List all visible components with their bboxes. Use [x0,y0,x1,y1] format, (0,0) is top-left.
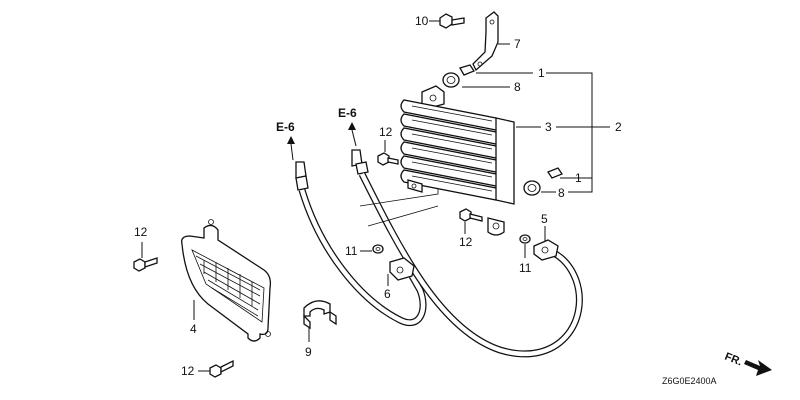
callout-11-right: 11 [519,261,532,275]
callout-12-upper: 12 [379,125,393,139]
guard-part-4 [181,219,272,342]
ref-e6-left-arrow [287,136,295,144]
washer-part-11-right [519,234,531,244]
bolt-part-12-bottom [209,359,234,378]
oil-cooler-part-3 [400,85,515,236]
grommet-part-8-top [442,72,460,88]
callout-5: 5 [541,212,548,226]
front-label: FR. [723,351,744,369]
fitting-part-5 [533,239,559,261]
bolt-part-12-left [133,257,158,272]
bolt-part-10 [439,13,465,29]
callout-10: 10 [415,14,429,28]
callout-9: 9 [305,345,312,359]
hose-right [351,149,583,358]
bolt-part-12-middle [459,208,483,222]
callout-4: 4 [190,322,197,336]
front-direction-marker: FR. [723,351,772,376]
callout-6: 6 [384,287,391,301]
grommet-part-8-lower [523,180,541,196]
bolt-part-12-upper [377,152,399,166]
callout-7: 7 [514,37,521,51]
hose-left [295,161,427,327]
collar-part-1-lower [547,167,563,179]
washer-part-11-left [372,244,384,254]
diagram-code: Z6G0E2400A [662,376,717,386]
bracket-part-7 [472,11,499,72]
callout-12-left: 12 [134,225,148,239]
callout-12-bottom: 12 [181,364,195,378]
collar-part-1-top [459,64,475,76]
callout-3: 3 [545,120,552,134]
callout-8-top: 8 [514,80,521,94]
callout-1-lower: 1 [575,171,582,185]
callout-8-lower: 8 [558,186,565,200]
ref-e6-right-arrow [348,122,356,130]
ref-e6-left: E-6 [276,120,295,134]
front-arrow-icon [744,360,772,376]
callout-11-left: 11 [345,244,358,258]
clamp-part-9 [303,300,337,330]
fitting-part-6 [389,257,415,281]
callout-2: 2 [615,120,622,134]
callout-1-top: 1 [538,66,545,80]
ref-e6-right: E-6 [338,106,357,120]
callout-12-middle: 12 [459,235,473,249]
